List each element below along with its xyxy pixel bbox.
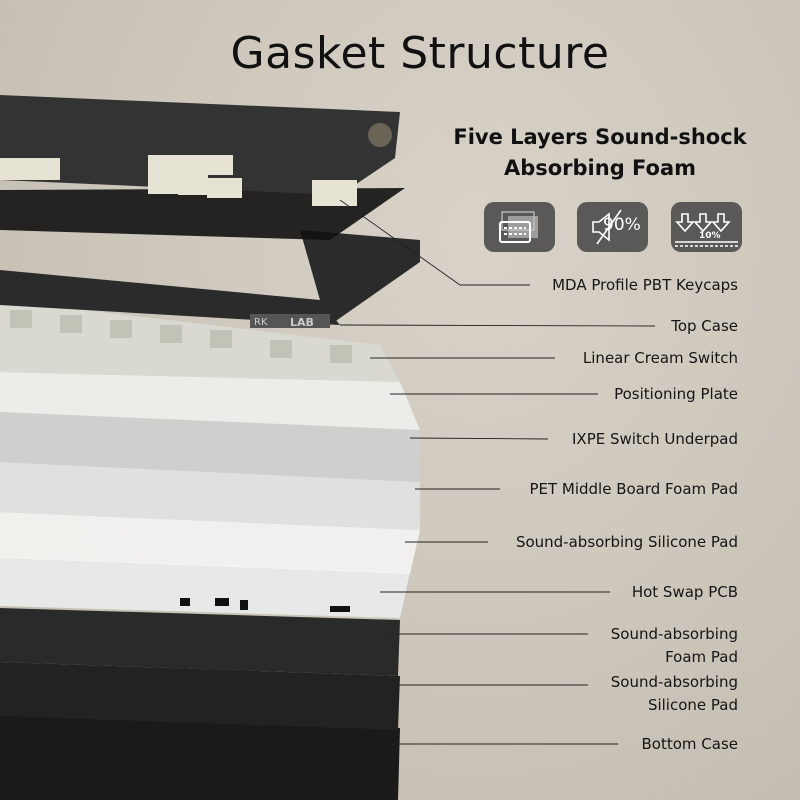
badge-sound-reduction: 90% bbox=[577, 202, 648, 252]
label-silicone-pad-bottom: Sound-absorbing Silicone Pad bbox=[611, 671, 738, 717]
label-silicone-line-1: Sound-absorbing bbox=[610, 673, 738, 691]
label-foam-pad: Sound-absorbing Foam Pad bbox=[611, 623, 738, 669]
label-switch: Linear Cream Switch bbox=[582, 349, 738, 367]
layer-plate-frame bbox=[0, 188, 405, 240]
label-positioning-plate: Positioning Plate bbox=[614, 385, 738, 403]
label-bottom-case: Bottom Case bbox=[641, 735, 739, 753]
layer-pet-foam bbox=[0, 462, 420, 530]
volume-knob bbox=[368, 123, 392, 147]
subtitle-line-2: Absorbing Foam bbox=[503, 156, 697, 180]
layer-ixpe-underpad bbox=[0, 412, 420, 482]
layered-foam-keyboard-icon bbox=[499, 211, 538, 243]
badge-layered-foam bbox=[484, 202, 555, 252]
label-foam-pad-line-2: Foam Pad bbox=[665, 648, 738, 666]
layer-silicone-pad-bottom bbox=[0, 662, 400, 730]
label-top-case: Top Case bbox=[671, 317, 738, 335]
label-pet-foam: PET Middle Board Foam Pad bbox=[529, 480, 738, 498]
down-arrows-compression-icon bbox=[675, 213, 738, 247]
case-logo-text: LAB bbox=[290, 316, 314, 329]
label-silicone-line-2: Silicone Pad bbox=[647, 696, 738, 714]
subtitle: Five Layers Sound-shock Absorbing Foam bbox=[420, 122, 780, 184]
label-silicone-pad: Sound-absorbing Silicone Pad bbox=[515, 533, 738, 551]
label-keycaps: MDA Profile PBT Keycaps bbox=[552, 276, 738, 294]
label-foam-pad-line-1: Sound-absorbing bbox=[610, 625, 738, 643]
label-ixpe-underpad: IXPE Switch Underpad bbox=[572, 430, 738, 448]
label-pcb: Hot Swap PCB bbox=[631, 583, 738, 601]
layer-silicone-pad bbox=[0, 512, 420, 574]
subtitle-line-1: Five Layers Sound-shock bbox=[453, 125, 747, 149]
case-logo-plate bbox=[250, 314, 330, 328]
layer-foam-pad bbox=[0, 608, 400, 676]
layer-positioning-plate bbox=[0, 372, 420, 430]
compression-value: 10% bbox=[699, 231, 721, 241]
page-title: Gasket Structure bbox=[230, 28, 610, 79]
case-logo-brand: RK bbox=[254, 317, 268, 328]
badge-compression: 10% bbox=[671, 202, 742, 252]
layer-top-case bbox=[0, 270, 340, 325]
muted-speaker-icon bbox=[592, 209, 622, 245]
layer-bottom-case bbox=[0, 712, 400, 800]
layer-hot-swap-pcb bbox=[0, 556, 410, 618]
sound-reduction-value: 90% bbox=[603, 215, 641, 235]
layer-switches bbox=[0, 300, 400, 382]
layer-keycaps bbox=[0, 95, 400, 195]
